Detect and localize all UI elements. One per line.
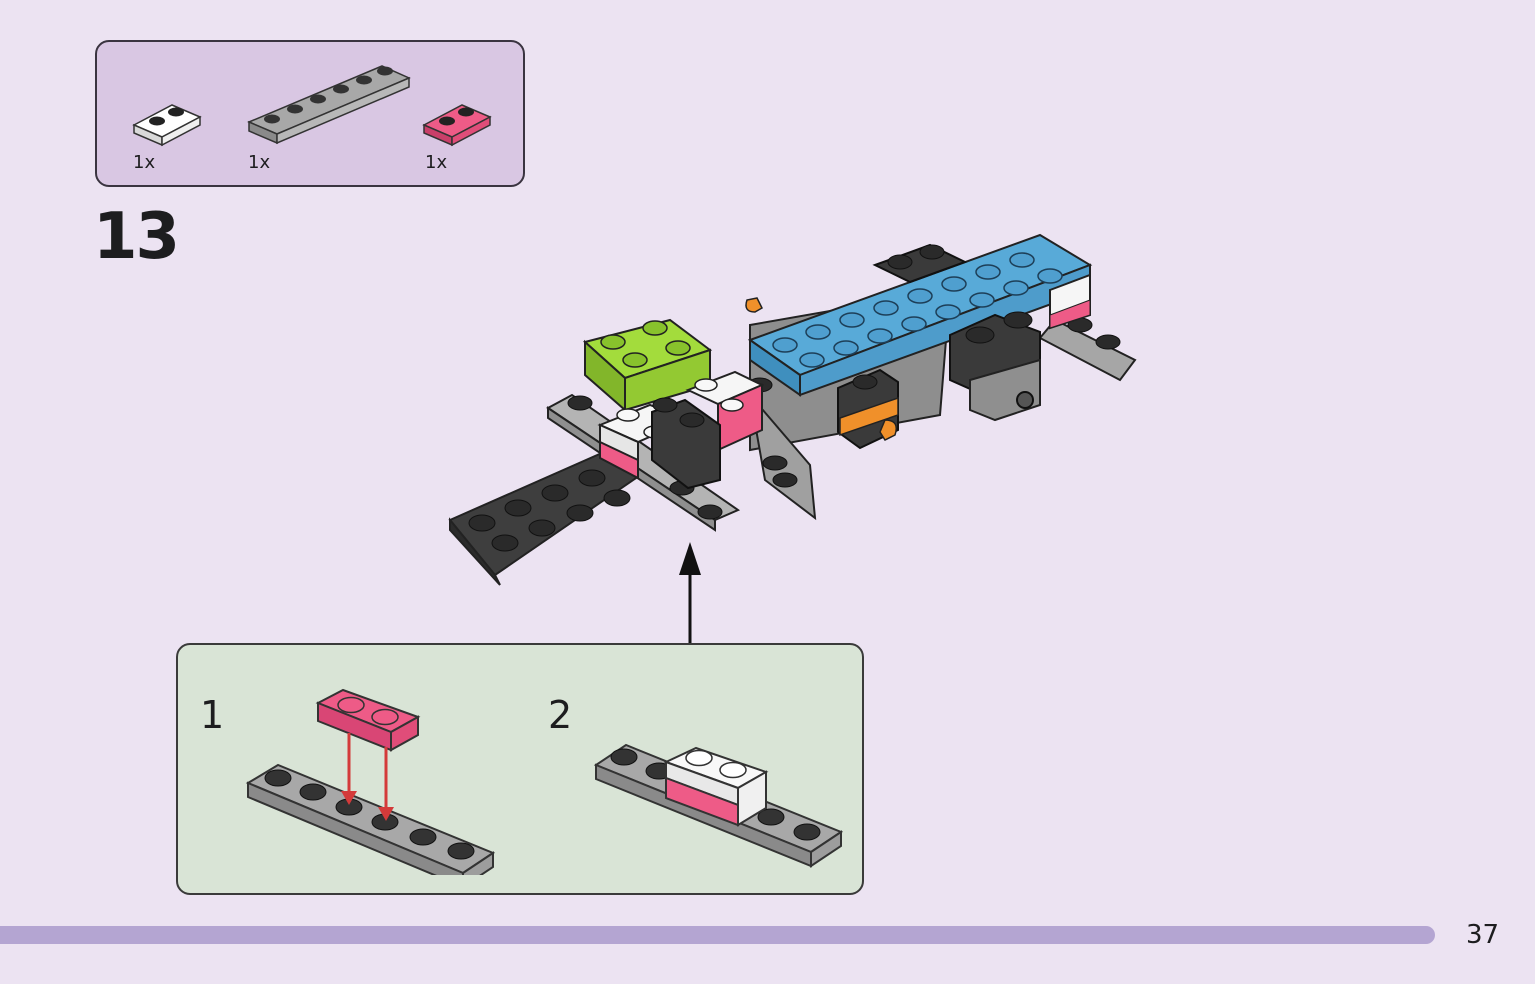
gray-plate-1x6-part (247, 65, 411, 145)
part-quantity: 1x (133, 152, 156, 173)
sub-assembly-box: 1 2 (176, 643, 864, 895)
sub-step-1-illustration (245, 688, 496, 875)
sub-step-2-illustration (593, 743, 844, 868)
parts-list-box: 1x 1x 1x (95, 40, 525, 187)
attach-arrow (679, 542, 701, 643)
page-number: 37 (1466, 920, 1500, 950)
page-footer-bar (0, 926, 1435, 944)
sub-step-number: 1 (200, 693, 225, 737)
pink-plate-1x2-part (422, 104, 492, 147)
white-plate-1x2-part (132, 104, 202, 147)
part-quantity: 1x (425, 152, 448, 173)
sub-step-number: 2 (548, 693, 573, 737)
main-model-illustration (448, 233, 1137, 586)
step-number: 13 (93, 200, 180, 274)
part-quantity: 1x (248, 152, 271, 173)
